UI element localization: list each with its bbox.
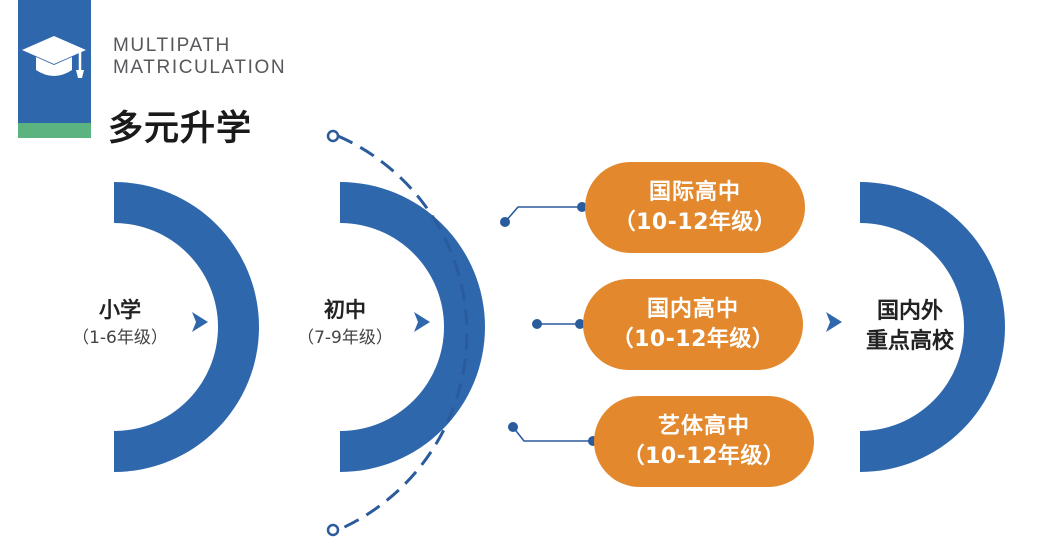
- arrow-icon-2: [414, 312, 430, 332]
- stage-middle: 初中 （7-9年级）: [270, 297, 420, 350]
- option-name: 国际高中: [648, 179, 741, 205]
- connector-arts: [512, 426, 593, 442]
- option-grades: （10-12年级）: [622, 443, 786, 469]
- connector-international: [504, 206, 582, 223]
- stage-middle-grades: （7-9年级）: [297, 328, 393, 348]
- stage-arc-primary: [114, 182, 259, 472]
- stage-arc-destination: [860, 182, 1005, 472]
- title-en-line1: MULTIPATH: [113, 35, 231, 56]
- option-grades: （10-12年级）: [613, 209, 777, 235]
- page-title: 多元升学: [108, 109, 253, 149]
- option-arts-sports-high-school: 艺体高中 （10-12年级）: [594, 396, 814, 487]
- option-international-high-school: 国际高中 （10-12年级）: [585, 162, 805, 253]
- option-grades: （10-12年级）: [611, 326, 775, 352]
- title-en-line2: MATRICULATION: [113, 57, 287, 78]
- arc-start-dot: [326, 129, 340, 143]
- option-name: 艺体高中: [657, 413, 750, 439]
- destination-line1: 国内外: [876, 299, 943, 324]
- arrow-icon-3: [826, 312, 842, 332]
- arc-end-dot: [326, 523, 340, 537]
- option-name: 国内高中: [646, 296, 739, 322]
- stage-primary-grades: （1-6年级）: [72, 328, 168, 348]
- graduation-cap-icon: [22, 36, 86, 78]
- stage-arc-middle: [340, 182, 485, 472]
- stage-primary-name: 小学: [99, 298, 141, 322]
- logo-accent-bar: [18, 123, 91, 138]
- stage-middle-name: 初中: [324, 298, 366, 322]
- destination-line2: 重点高校: [865, 329, 954, 354]
- stage-primary: 小学 （1-6年级）: [45, 297, 195, 350]
- destination-label: 国内外 重点高校: [830, 297, 990, 357]
- arrow-icon-1: [192, 312, 208, 332]
- option-domestic-high-school: 国内高中 （10-12年级）: [583, 279, 803, 370]
